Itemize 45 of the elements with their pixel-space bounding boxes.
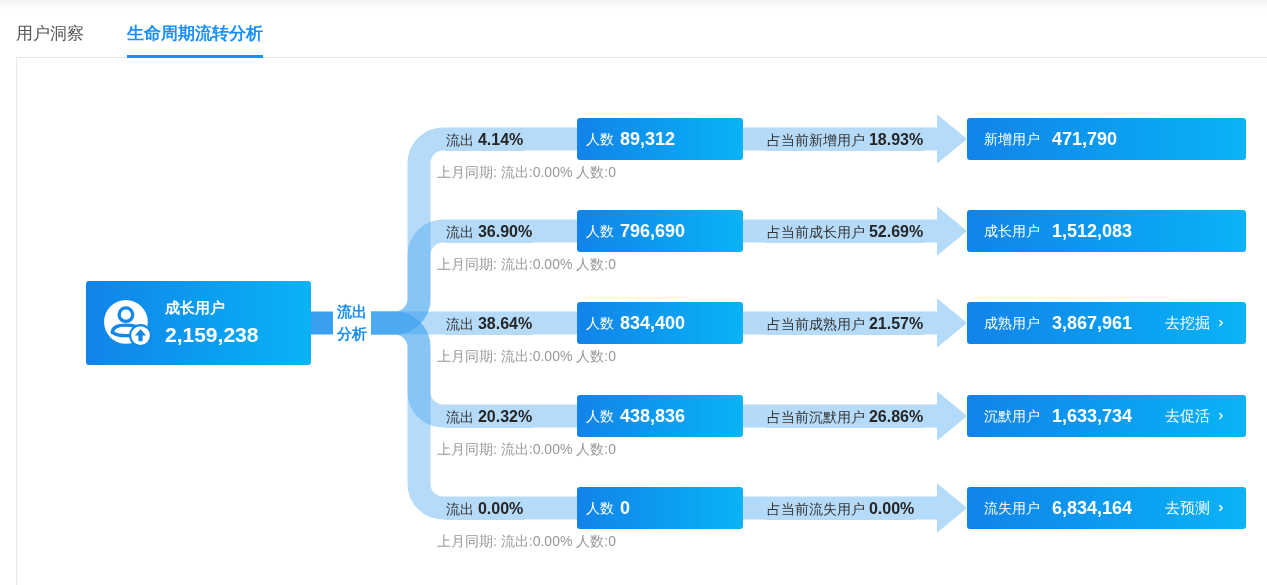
card-label: 成长用户 — [984, 221, 1040, 241]
card-value: 438,836 — [620, 404, 686, 428]
segment-card — [967, 118, 1246, 160]
card-value: 834,400 — [620, 311, 686, 335]
segment-card — [967, 395, 1246, 437]
count-card — [577, 302, 743, 344]
card-value: 3,867,961 — [1052, 311, 1133, 335]
card-value: 471,790 — [1052, 127, 1118, 151]
segment-card — [967, 487, 1246, 529]
count-card — [577, 487, 743, 529]
active-tab: 生命周期流转分析 — [127, 12, 263, 58]
flow-analysis-label: 流出分析 — [333, 301, 371, 345]
action-link: 去促活 — [1165, 404, 1226, 428]
previous-period-note: 上月同期: 流出:0.00% 人数:0 — [437, 532, 616, 551]
count-card — [577, 118, 743, 160]
card-label: 沉默用户 — [984, 406, 1040, 426]
count-card — [577, 395, 743, 437]
segment-card — [967, 210, 1246, 252]
card-value: 2,159,238 — [165, 321, 259, 348]
card-label: 人数 — [586, 406, 614, 426]
previous-period-note: 上月同期: 流出:0.00% 人数:0 — [437, 347, 616, 366]
segment-card — [86, 281, 311, 365]
card-label: 人数 — [586, 313, 614, 333]
card-label: 人数 — [586, 498, 614, 518]
segment-card — [967, 302, 1246, 344]
card-value: 1,512,083 — [1052, 219, 1133, 243]
previous-period-note: 上月同期: 流出:0.00% 人数:0 — [437, 255, 616, 274]
card-value: 1,633,734 — [1052, 404, 1133, 428]
action-link: 去预测 — [1165, 496, 1226, 520]
previous-period-note: 上月同期: 流出:0.00% 人数:0 — [437, 440, 616, 459]
card-title: 成长用户 — [165, 297, 226, 318]
count-card — [577, 210, 743, 252]
card-value: 6,834,164 — [1052, 496, 1133, 520]
previous-period-note: 上月同期: 流出:0.00% 人数:0 — [437, 163, 616, 182]
card-label: 成熟用户 — [984, 313, 1040, 333]
tab-label: 用户洞察 — [16, 22, 84, 45]
action-link: 去挖掘 — [1165, 311, 1226, 335]
flow-band — [311, 311, 333, 335]
card-value: 89,312 — [620, 127, 676, 151]
card-label: 人数 — [586, 129, 614, 149]
card-label: 流失用户 — [984, 498, 1040, 518]
card-value: 796,690 — [620, 219, 686, 243]
card-label: 新增用户 — [984, 129, 1040, 149]
card-value: 0 — [620, 496, 630, 520]
card-label: 人数 — [586, 221, 614, 241]
